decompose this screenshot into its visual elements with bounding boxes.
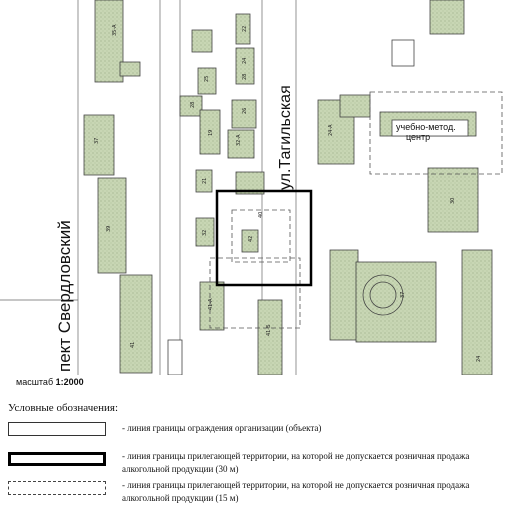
building	[391, 39, 415, 67]
house-number: 22	[242, 26, 248, 32]
building	[94, 0, 124, 83]
legend-item-org-fence: - линия границы ограждения организации (…	[8, 420, 513, 446]
legend-item-boundary-15m: - линия границы прилегающей территории, …	[8, 479, 513, 505]
building	[235, 171, 265, 195]
building	[97, 177, 127, 274]
house-number: 40	[258, 212, 264, 218]
boundary-30m	[215, 189, 313, 287]
building	[231, 99, 257, 129]
object-label-line2: центр	[406, 132, 430, 142]
house-number: 37	[400, 292, 406, 298]
building	[227, 129, 255, 159]
building	[235, 47, 255, 85]
building	[199, 281, 225, 331]
house-number: 24-А	[328, 124, 334, 136]
legend-text-org-fence: - линия границы ограждения организации (…	[122, 423, 322, 433]
scale-value: 1:2000	[55, 377, 84, 387]
house-number: 28	[190, 102, 196, 108]
house-number: 24	[242, 58, 248, 64]
legend-title: Условные обозначения:	[8, 402, 119, 414]
building	[329, 249, 359, 341]
building	[83, 114, 115, 176]
house-number: 25	[204, 76, 210, 82]
house-number: 30	[450, 198, 456, 204]
building	[429, 0, 465, 35]
building	[191, 29, 213, 53]
object-label-line1: учебно-метод.	[396, 122, 456, 132]
street-name-tagilskaya: ул.Тагильская	[277, 85, 294, 190]
legend-text-boundary-15m: - линия границы прилегающей территории, …	[122, 480, 470, 503]
house-number: 21	[202, 178, 208, 184]
building	[195, 169, 213, 193]
building	[241, 229, 259, 253]
house-number: 26	[242, 108, 248, 114]
legend-swatch-boundary-15m	[8, 481, 106, 495]
building	[235, 13, 251, 45]
street-name-sverdlovsky: пект Свердловский	[55, 220, 74, 372]
house-number: 37	[94, 138, 100, 144]
house-number: 19	[208, 130, 214, 136]
round-structure	[362, 274, 404, 316]
building	[179, 95, 203, 117]
house-number: 24	[476, 356, 482, 362]
building	[391, 119, 469, 137]
building	[199, 109, 221, 155]
house-number: 41-А	[208, 298, 214, 310]
house-number: 32-А	[236, 134, 242, 146]
scale-label: масштаб	[16, 377, 54, 387]
house-number: 41	[130, 342, 136, 348]
building	[257, 299, 283, 375]
cadastral-map: пект Свердловский ул.Тагильская учебно-м…	[0, 0, 503, 375]
road-edges	[0, 0, 297, 375]
legend-swatch-org-fence	[8, 422, 106, 436]
building	[167, 339, 183, 375]
outline-buildings	[167, 39, 469, 375]
house-number: 32	[202, 230, 208, 236]
legend-item-boundary-30m: - линия границы прилегающей территории, …	[8, 450, 513, 476]
building	[197, 67, 217, 95]
house-number: 39	[106, 226, 112, 232]
building	[195, 217, 215, 247]
legend-swatch-boundary-30m	[8, 452, 106, 466]
legend-text-boundary-30m: - линия границы прилегающей территории, …	[122, 451, 470, 474]
house-number: 35-А	[112, 24, 118, 36]
building	[355, 261, 437, 343]
building	[119, 274, 153, 374]
boundary-15m	[209, 91, 503, 329]
house-number: 42	[248, 236, 254, 242]
building	[339, 94, 371, 118]
building	[427, 167, 479, 233]
map-scale: масштаб 1:2000	[16, 377, 84, 387]
buildings	[83, 0, 493, 375]
building	[119, 61, 141, 77]
house-number: 41-Б	[266, 324, 272, 336]
house-numbers: 35-А 37 39 41 22 24 25 28 26 32-А 28 19 …	[94, 24, 482, 362]
building	[461, 249, 493, 375]
house-number: 28	[242, 74, 248, 80]
